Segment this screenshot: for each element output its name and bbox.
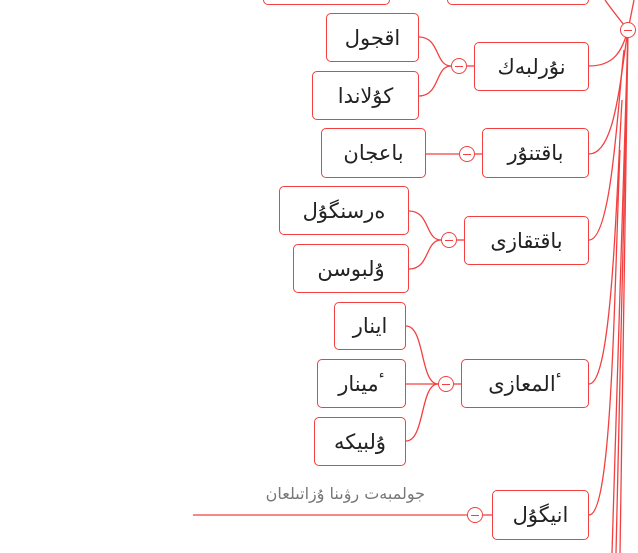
offscreen-node[interactable]: [263, 0, 390, 5]
leaf-node[interactable]: كۇلاندا: [312, 71, 419, 120]
leaf-node[interactable]: باعجان: [321, 128, 426, 178]
collapse-root-toggle[interactable]: [620, 22, 636, 38]
collapse-toggle[interactable]: [467, 507, 483, 523]
leaf-node[interactable]: ەرسنگۇل: [279, 186, 409, 235]
leaf-node[interactable]: ۇلبوسن: [293, 244, 409, 293]
leaf-node[interactable]: اينار: [334, 302, 406, 350]
collapse-toggle[interactable]: [441, 232, 457, 248]
offscreen-node[interactable]: [447, 0, 589, 5]
collapse-toggle[interactable]: [451, 58, 467, 74]
branch-node[interactable]: نۇرلبەك: [474, 42, 589, 91]
leaf-node[interactable]: اقجول: [326, 13, 419, 62]
branch-node[interactable]: باقتنۇر: [482, 128, 589, 178]
collapse-toggle[interactable]: [459, 146, 475, 162]
branch-node[interactable]: ٴالمعازى: [461, 359, 589, 408]
leaf-node[interactable]: ٴمينار: [317, 359, 406, 408]
branch-node[interactable]: انيگۇل: [492, 490, 589, 540]
collapse-toggle[interactable]: [438, 376, 454, 392]
leaf-node[interactable]: ۇلبيكه: [314, 417, 406, 466]
branch-node[interactable]: باقتقازى: [464, 216, 589, 265]
relation-note: جولمبەت رۋىنا ۇزاتىلعان: [265, 484, 425, 503]
